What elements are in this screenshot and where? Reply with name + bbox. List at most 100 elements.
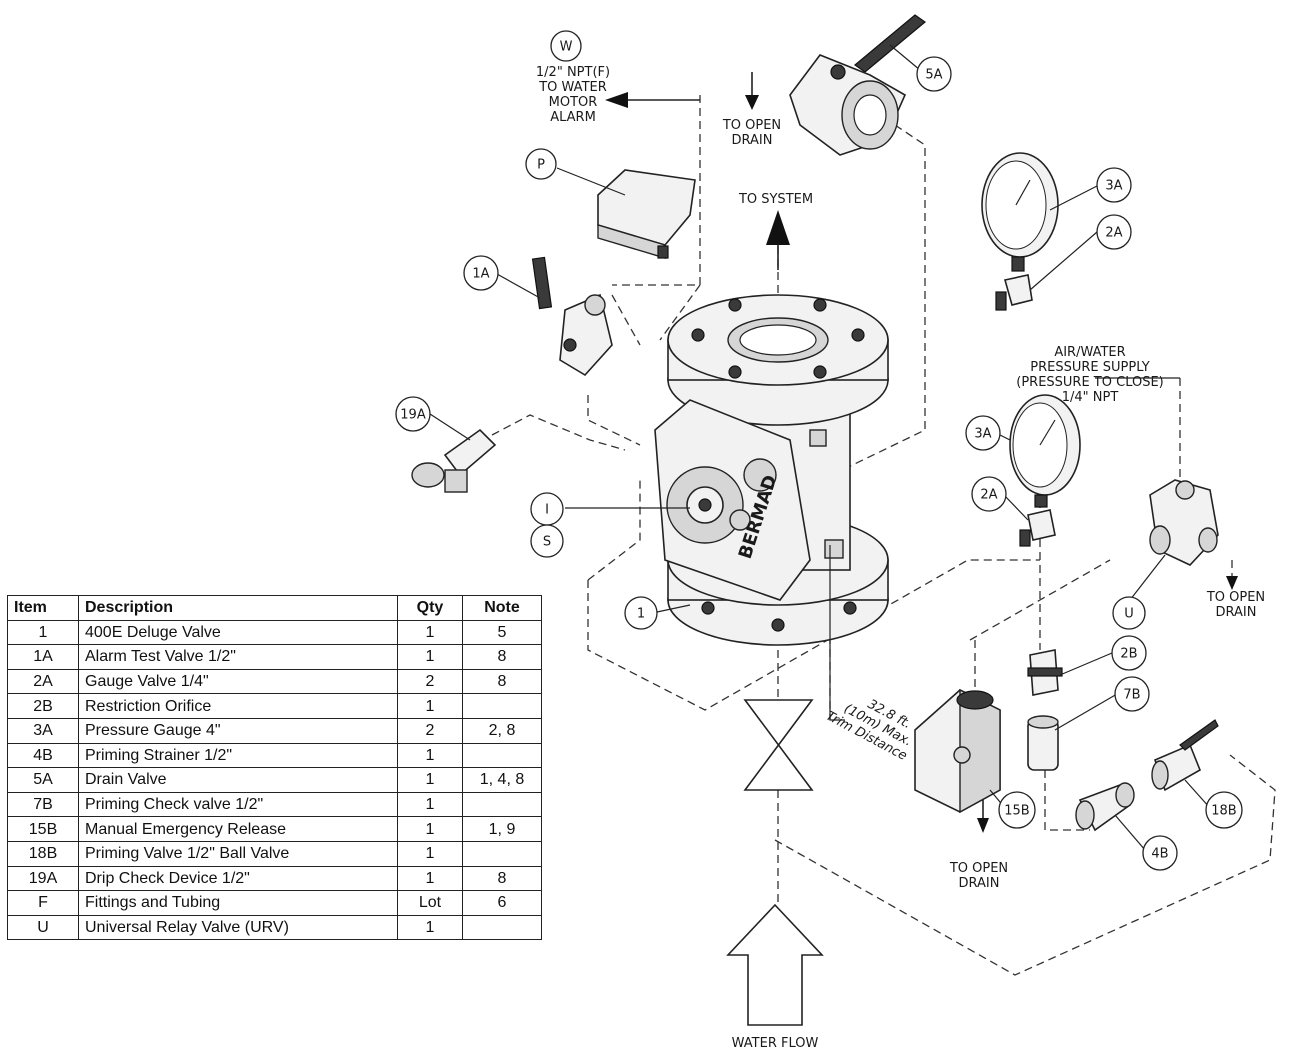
cell-qty: 1: [397, 914, 463, 941]
drain-bottom-line-2: DRAIN: [959, 876, 1000, 891]
cell-qty: 1: [397, 816, 463, 842]
cell-note: [462, 791, 542, 818]
label-to-open-drain-top: TO OPEN DRAIN: [722, 118, 781, 148]
callout-1a-label: 1A: [472, 267, 489, 282]
cell-item: 1: [7, 619, 79, 646]
water-motor-line-1: 1/2" NPT(F): [536, 65, 610, 80]
cell-item: U: [7, 914, 79, 941]
alarm-test-valve: [531, 256, 613, 377]
callout-2b: 2B: [1111, 635, 1147, 671]
cell-qty: Lot: [397, 890, 463, 916]
callout-15b: 15B: [998, 791, 1036, 829]
callout-3a-top: 3A: [1096, 167, 1132, 203]
cell-item: 1A: [7, 644, 79, 670]
label-air-water-supply: AIR/WATER PRESSURE SUPPLY (PRESSURE TO C…: [1016, 345, 1164, 405]
callout-1: 1: [624, 596, 658, 630]
cell-item: 15B: [7, 816, 79, 842]
cell-description: Priming Strainer 1/2": [78, 742, 398, 769]
arrow-to-drain-bottom: [977, 818, 989, 833]
callout-u-label: U: [1124, 607, 1134, 622]
arrow-to-drain-right: [1226, 576, 1238, 590]
cell-item: 18B: [7, 840, 79, 867]
callout-3a-top-label: 3A: [1105, 179, 1122, 194]
water-motor-line-2: TO WATER: [538, 80, 607, 95]
air-water-line-2: PRESSURE SUPPLY: [1030, 360, 1149, 375]
pressure-gauge-top: [981, 152, 1059, 311]
air-water-line-3: (PRESSURE TO CLOSE): [1016, 375, 1164, 390]
cell-description: Manual Emergency Release: [78, 816, 398, 842]
cell-qty: 1: [397, 791, 463, 818]
cell-description: Pressure Gauge 4": [78, 717, 398, 744]
cell-item: 7B: [7, 791, 79, 818]
label-water-flow: WATER FLOW: [732, 1036, 819, 1051]
table-header-row: Item Description Qty Note: [7, 595, 542, 621]
water-motor-line-4: ALARM: [550, 110, 596, 125]
cell-note: 8: [462, 865, 542, 892]
cell-description: Universal Relay Valve (URV): [78, 914, 398, 941]
priming-strainer: [1075, 782, 1135, 832]
cell-qty: 1: [397, 693, 463, 719]
drain-top-line-2: DRAIN: [732, 133, 773, 148]
arrow-to-alarm: [605, 92, 628, 108]
restriction-orifice: [1027, 649, 1063, 696]
callout-s-label: S: [543, 535, 551, 550]
label-to-open-drain-bottom: TO OPEN DRAIN: [949, 861, 1008, 891]
deluge-valve-body: BERMAD: [654, 294, 889, 646]
drain-top-line-1: TO OPEN: [722, 118, 781, 133]
label-to-open-drain-right: TO OPEN DRAIN: [1206, 590, 1265, 620]
cell-description: Restriction Orifice: [78, 693, 398, 719]
cell-note: [462, 693, 542, 719]
label-to-system: TO SYSTEM: [738, 192, 813, 207]
callout-2a-mid-label: 2A: [980, 488, 997, 503]
drain-right-line-1: TO OPEN: [1206, 590, 1265, 605]
priming-check-valve: [1027, 715, 1059, 771]
cell-description: Drip Check Device 1/2": [78, 865, 398, 892]
callout-p: P: [525, 148, 557, 180]
arrow-to-system: [766, 210, 790, 245]
priming-ball-valve: [1151, 719, 1219, 792]
callout-s: S: [530, 524, 564, 558]
cell-note: [462, 914, 542, 941]
cell-item: 19A: [7, 865, 79, 892]
cell-note: 8: [462, 644, 542, 670]
callout-u: U: [1112, 596, 1146, 630]
cell-note: 8: [462, 668, 542, 695]
cell-description: Fittings and Tubing: [78, 890, 398, 916]
header-description: Description: [78, 595, 398, 621]
callout-w: W: [550, 30, 582, 62]
pressure-gauge-mid: [1009, 394, 1081, 547]
label-trim-distance: 32.8 ft. (10m) Max. Trim Distance: [823, 697, 914, 764]
cell-note: 2, 8: [462, 717, 542, 744]
drain-ball-valve: [789, 14, 926, 156]
callout-18b-label: 18B: [1211, 804, 1236, 819]
cell-description: Priming Check valve 1/2": [78, 791, 398, 818]
drain-right-line-2: DRAIN: [1216, 605, 1257, 620]
cell-item: 5A: [7, 767, 79, 793]
callout-w-label: W: [560, 40, 573, 55]
callout-5a-label: 5A: [925, 68, 942, 83]
cell-description: Drain Valve: [78, 767, 398, 793]
header-note: Note: [462, 595, 542, 621]
cell-qty: 1: [397, 619, 463, 646]
drain-bottom-line-1: TO OPEN: [949, 861, 1008, 876]
cell-qty: 1: [397, 767, 463, 793]
arrow-to-drain-top: [745, 95, 759, 110]
cell-qty: 2: [397, 668, 463, 695]
callout-19a: 19A: [395, 396, 431, 432]
cell-note: 5: [462, 619, 542, 646]
cell-note: 1, 9: [462, 816, 542, 842]
supply-valve-symbol: [743, 699, 814, 791]
cell-item: 2A: [7, 668, 79, 695]
dashed-trim-lines: [491, 95, 1276, 976]
cell-note: [462, 742, 542, 769]
